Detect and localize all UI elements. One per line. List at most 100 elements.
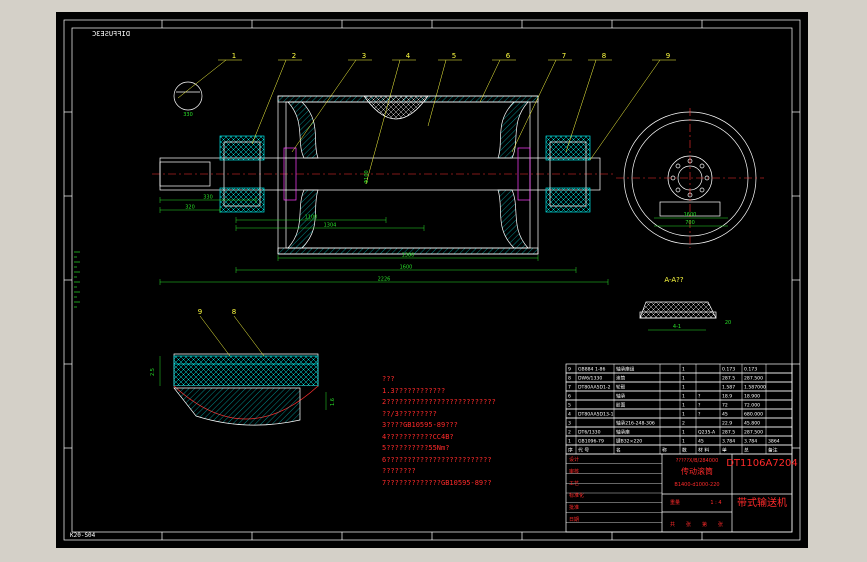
bom-cell: 3 xyxy=(568,421,571,427)
bom-header: 序 xyxy=(568,447,573,454)
note-line: 5??????????55Nm? xyxy=(382,444,450,452)
bom-cell: 3.784 xyxy=(744,439,757,445)
leader-line xyxy=(479,59,501,103)
scale-label: 重量 xyxy=(670,499,680,506)
dimension-label: 1380 xyxy=(402,253,415,259)
dimension-label: 1.6 xyxy=(330,398,336,406)
bom-cell: 7 xyxy=(568,385,571,391)
left-bearing-housing xyxy=(223,141,261,207)
title-field: 标准化 xyxy=(569,492,584,499)
sheet-count-label: 第 xyxy=(702,521,707,528)
bom-cell: DT80AA5D1-2 xyxy=(578,385,611,391)
right-bearing-bottom xyxy=(545,187,591,213)
part-balloon-6: 6 xyxy=(506,52,511,60)
bolt-hole xyxy=(699,187,705,193)
technical-notes: ??? 1.3???????????? 2???????????????????… xyxy=(382,374,496,489)
section-profile xyxy=(639,301,717,319)
bom-cell: GB884 1-86 xyxy=(578,367,605,373)
bom-cell: 3.784 xyxy=(722,439,735,445)
bom-cell: 287.500 xyxy=(744,430,763,436)
machine-name: 带式输送机 xyxy=(737,496,787,509)
bom-cell: 1 xyxy=(682,394,685,400)
leader-line xyxy=(291,59,357,153)
bom-cell: 1 xyxy=(682,430,685,436)
title-field: 审核 xyxy=(569,468,579,475)
bom-cell: 72.000 xyxy=(744,403,760,409)
bom-cell: 1.587000 xyxy=(744,385,766,391)
bom-cell: Q235-A xyxy=(698,430,716,436)
leader-line xyxy=(365,59,401,185)
bom-header: 代 号 xyxy=(578,447,589,454)
notes-title: ??? xyxy=(382,375,395,383)
bom-cell: 287.500 xyxy=(744,376,763,382)
bom-header: 备注 xyxy=(768,447,778,454)
bom-cell: 轴承216-248-306 xyxy=(616,420,655,427)
bom-cell: 1 xyxy=(568,439,571,445)
shell-strip-bottom xyxy=(277,247,539,255)
bom-cell: 6 xyxy=(568,394,571,400)
bom-cell: 22.9 xyxy=(722,421,732,427)
dimension-label: 2.5 xyxy=(150,368,156,376)
mirrored-stamp: DIFFUSE3C xyxy=(92,30,130,38)
bom-header: 总 xyxy=(744,447,749,454)
dimension-label: 1304 xyxy=(324,223,337,229)
sheet-count-label: 张 xyxy=(718,521,723,528)
dimension-label: 1600 xyxy=(400,265,413,271)
part-balloon-7: 7 xyxy=(562,52,566,60)
note-line: 1.3???????????? xyxy=(382,386,446,395)
detail-balloon: 9 xyxy=(198,308,202,316)
bom-header: 数 xyxy=(682,447,687,454)
keyway-section xyxy=(173,81,203,111)
note-line: ??/3????????? xyxy=(382,409,437,418)
right-bearing-housing xyxy=(549,141,587,207)
right-ring xyxy=(517,147,531,201)
right-bearing-top xyxy=(545,135,591,161)
note-line: 7?????????????GB10595-89?? xyxy=(382,478,492,487)
bom-cell: 1 xyxy=(682,439,685,445)
bom-cell: 680.000 xyxy=(744,412,763,418)
shaft-end xyxy=(159,161,211,187)
bom-cell: 轴承座 xyxy=(616,429,630,436)
bom-cell: 18.900 xyxy=(744,394,760,400)
detail-pattern xyxy=(173,355,319,387)
title-field: 批准 xyxy=(569,504,579,511)
bolt-hole xyxy=(675,187,681,193)
bom-cell: 1 xyxy=(682,376,685,382)
left-bearing-top xyxy=(219,135,265,161)
left-hub-upper xyxy=(287,101,319,159)
drum-inner xyxy=(285,101,531,249)
dimension-label: 330 xyxy=(183,112,193,118)
part-balloon-9: 9 xyxy=(666,52,670,60)
spec-line: ?????X/B/284000 xyxy=(676,458,719,464)
dimension-label: 700 xyxy=(685,220,695,226)
bom-cell: 滚筒 xyxy=(616,375,626,382)
bom-cell: 72 xyxy=(722,403,728,409)
bom-header: 单 xyxy=(722,447,727,454)
bom-cell: 1 xyxy=(682,412,685,418)
bom-cell: DW6/1330 xyxy=(578,376,602,382)
bom-cell: 9 xyxy=(568,367,571,373)
detail-balloon: 8 xyxy=(232,308,236,316)
dimension-label: Φ100 xyxy=(364,170,370,183)
note-line: 6????????????????????????? xyxy=(382,455,492,464)
bolt-hole xyxy=(699,163,705,169)
bom-header: 称 xyxy=(662,447,667,454)
bom-cell: 键B32×220 xyxy=(616,438,642,445)
bom-header-row xyxy=(565,444,793,455)
part-balloon-5: 5 xyxy=(452,52,456,60)
bom-header: 材 料 xyxy=(698,447,709,454)
bom-cell: 胶面 xyxy=(616,402,626,409)
dimension-label: 2226 xyxy=(378,277,391,283)
bom-header: 名 xyxy=(616,447,621,454)
bom-cell: 45.800 xyxy=(744,421,760,427)
note-line: 3????GB10595-89??? xyxy=(382,421,458,429)
drawing-number: DT1106A7204 xyxy=(726,458,798,469)
leader-line xyxy=(233,315,265,357)
leader-line xyxy=(427,59,447,127)
title-field: 工艺 xyxy=(569,481,579,487)
bom-cell: 0.173 xyxy=(744,367,757,373)
bom-cell: 1 xyxy=(682,385,685,391)
bom-cell: ? xyxy=(698,403,701,409)
part-balloon-8: 8 xyxy=(602,52,606,60)
